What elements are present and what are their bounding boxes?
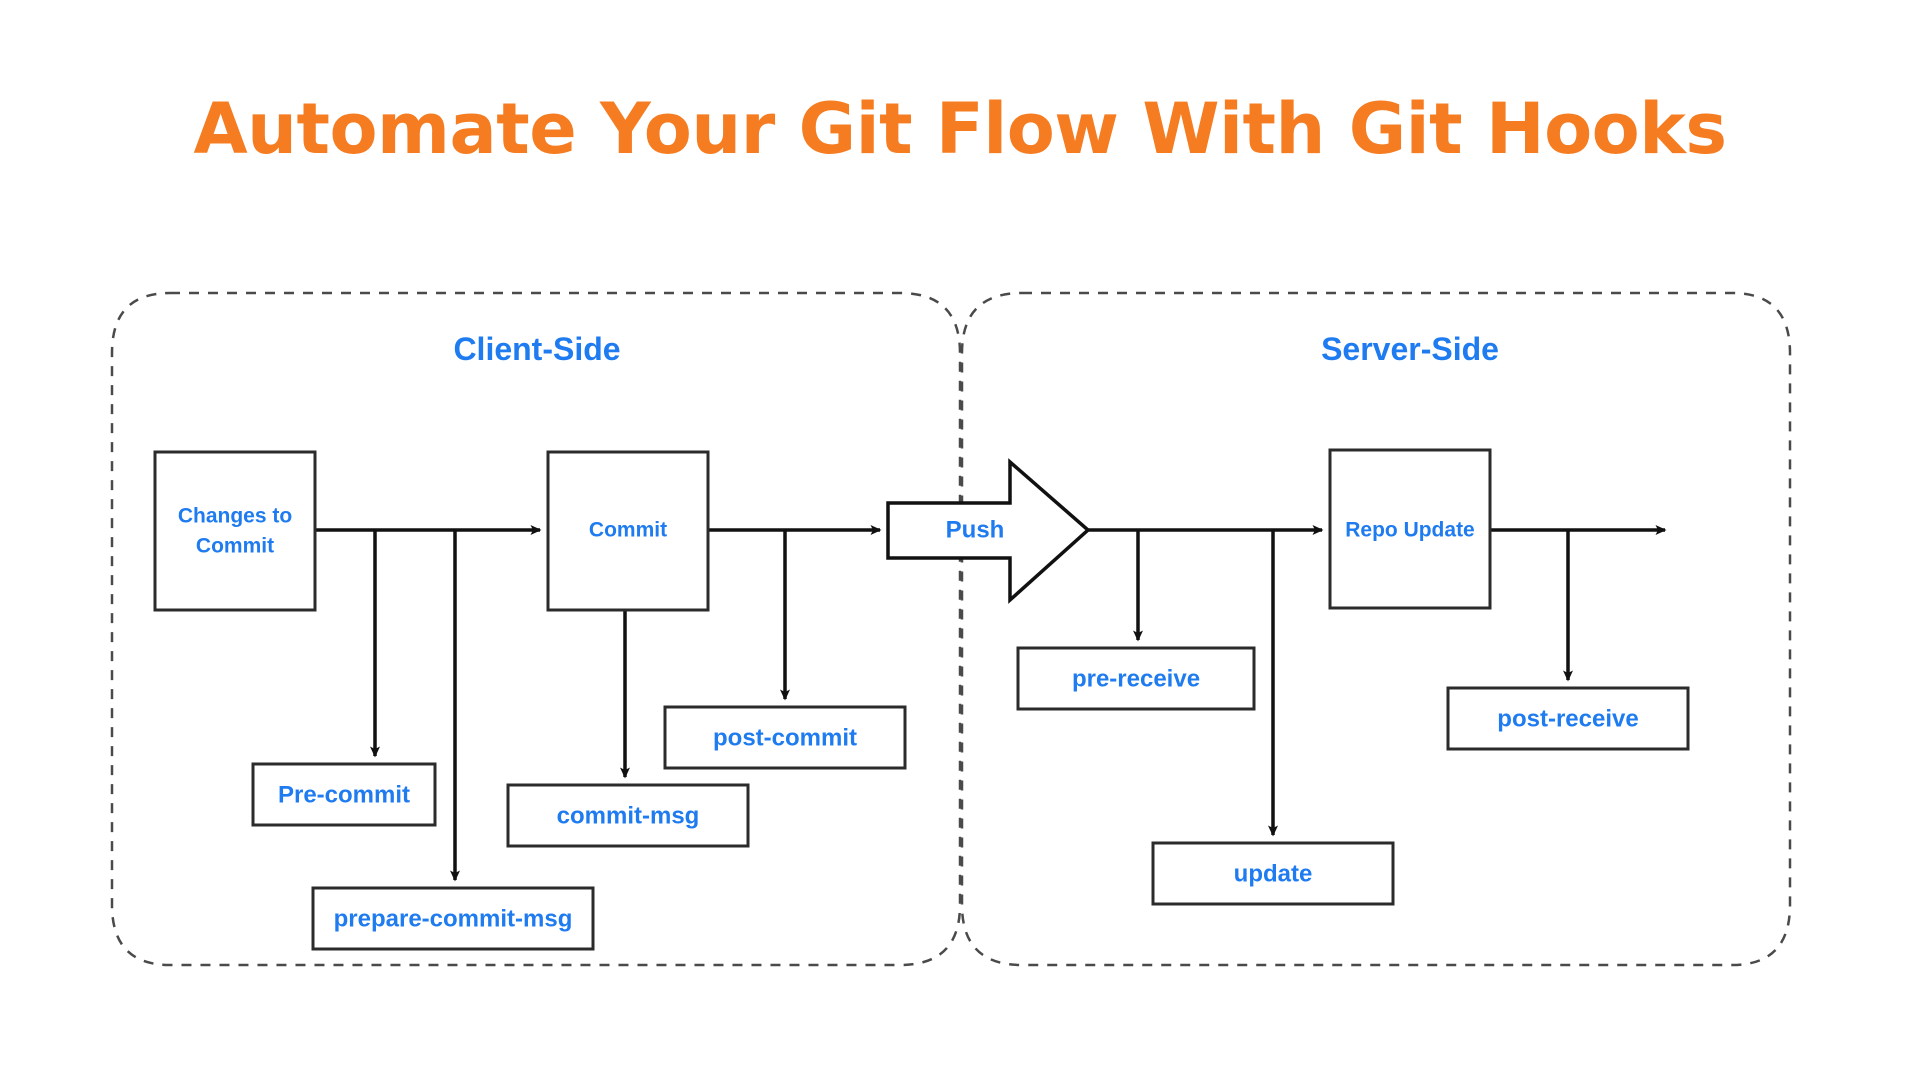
node-post-receive[interactable]: post-receive xyxy=(1446,686,1690,751)
client-side-container xyxy=(110,291,962,967)
server-side-container xyxy=(960,291,1792,967)
node-label-changes-to-commit-line2: Commit xyxy=(196,535,274,558)
node-label-commit: Commit xyxy=(589,519,667,542)
node-post-commit[interactable]: post-commit xyxy=(663,705,907,770)
node-repo-update[interactable]: Repo Update xyxy=(1328,448,1492,610)
node-prepare-commit-msg[interactable]: prepare-commit-msg xyxy=(311,886,595,951)
node-label-prepare-commit-msg: prepare-commit-msg xyxy=(334,905,573,932)
client-side-title: Client-Side xyxy=(453,331,620,367)
node-update[interactable]: update xyxy=(1151,841,1395,906)
node-label-pre-receive: pre-receive xyxy=(1072,665,1200,692)
node-pre-receive[interactable]: pre-receive xyxy=(1016,646,1256,711)
node-label-pre-commit: Pre-commit xyxy=(278,781,410,808)
node-label-commit-msg: commit-msg xyxy=(557,802,700,829)
node-pre-commit[interactable]: Pre-commit xyxy=(251,762,437,827)
server-side-title: Server-Side xyxy=(1321,331,1499,367)
node-label-repo-update: Repo Update xyxy=(1345,519,1475,542)
node-commit[interactable]: Commit xyxy=(546,450,710,612)
page-title: Automate Your Git Flow With Git Hooks xyxy=(193,88,1727,170)
node-changes-to-commit[interactable]: Changes to Commit xyxy=(153,450,317,612)
node-label-post-receive: post-receive xyxy=(1497,705,1638,732)
node-commit-msg[interactable]: commit-msg xyxy=(506,783,750,848)
node-push[interactable]: Push xyxy=(886,458,1091,604)
node-label-push: Push xyxy=(946,516,1005,543)
node-label-changes-to-commit-line1: Changes to xyxy=(178,505,292,528)
node-label-post-commit: post-commit xyxy=(713,724,857,751)
node-label-update: update xyxy=(1234,860,1313,887)
